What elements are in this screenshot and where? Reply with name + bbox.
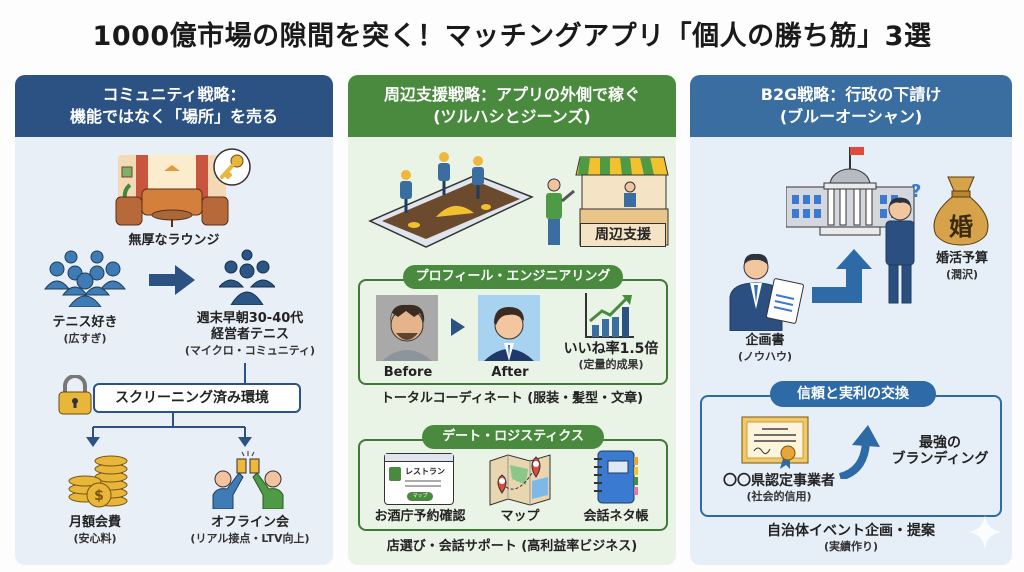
sparkle-icon bbox=[968, 515, 1002, 549]
event-label-text: 自治体イベント企画・提案 bbox=[767, 523, 935, 539]
lounge-label: 無厚なラウンジ bbox=[128, 233, 220, 248]
likes-label-text: いいね率1.5倍 bbox=[563, 341, 659, 357]
header-line-2: 機能ではなく「場所」を売る bbox=[69, 107, 278, 126]
broad-label-text: テニス好き bbox=[52, 315, 118, 330]
offline-label-text: オフライン会 bbox=[210, 515, 289, 530]
event-sub: (実績作り) bbox=[823, 540, 879, 553]
cutlery-icon bbox=[389, 467, 401, 481]
panel-b2g-strategy: B2G戦略：行政の下請け (ブルーオーシャン) ? 婚 婚活予算 (潤沢) 企画… bbox=[690, 75, 1012, 565]
fee-label: 月額会費 (安心料) bbox=[45, 515, 145, 547]
panel-header: コミュニティ戦略： 機能ではなく「場所」を売る bbox=[15, 75, 333, 137]
cert-sub: (社会的信用) bbox=[746, 490, 812, 503]
broad-label: テニス好き (広すぎ) bbox=[35, 315, 135, 347]
phone-mine-icon bbox=[366, 151, 536, 251]
date-caption: 店選び・会話サポート (高利益率ビジネス) bbox=[386, 539, 638, 554]
coins-icon: $ bbox=[67, 451, 131, 509]
businessman-icon bbox=[728, 251, 804, 331]
chart-up-icon bbox=[584, 293, 636, 339]
budget-label: 婚活予算 (潤沢) bbox=[922, 251, 1002, 283]
cert-label-text: 〇〇県認定事業者 bbox=[723, 473, 835, 489]
budget-sub: (潤沢) bbox=[945, 268, 979, 281]
flow-connectors bbox=[86, 363, 252, 447]
panel-header: B2G戦略：行政の下請け (ブルーオーシャン) bbox=[690, 75, 1012, 137]
niche-line-1: 週末早朝30-40代 bbox=[196, 311, 304, 326]
panel-header: 周辺支援戦略：アプリの外側で稼ぐ (ツルハシとジーンズ) bbox=[348, 75, 676, 137]
panel-community-strategy: コミュニティ戦略： 機能ではなく「場所」を売る 無厚なラウンジ bbox=[15, 75, 333, 565]
svg-text:$: $ bbox=[94, 488, 104, 504]
arrow-right-icon bbox=[149, 265, 195, 295]
fee-sub: (安心料) bbox=[73, 532, 117, 545]
key-icon bbox=[212, 147, 252, 187]
official-icon bbox=[880, 195, 920, 305]
offline-sub: (リアル接点・LTV向上) bbox=[190, 532, 310, 545]
lock-icon bbox=[57, 375, 93, 415]
map-icon bbox=[488, 451, 552, 507]
crowd-icon bbox=[43, 249, 133, 307]
header-line-1: 周辺支援戦略：アプリの外側で稼ぐ bbox=[383, 85, 640, 104]
plan-label: 企画書 (ノウハウ) bbox=[720, 333, 810, 365]
niche-sub: (マイクロ・コミュニティ) bbox=[184, 344, 316, 357]
money-bag-icon bbox=[928, 173, 994, 247]
fee-label-text: 月額会費 bbox=[68, 515, 121, 530]
niche-label: 週末早朝30-40代 経営者テニス (マイクロ・コミュニティ) bbox=[165, 311, 333, 359]
shop-sign: 周辺支援 bbox=[580, 223, 666, 247]
header-line-1: B2G戦略：行政の下請け bbox=[760, 85, 942, 104]
bag-character: 婚 bbox=[949, 213, 973, 241]
screening-box: スクリーニング済み環境 bbox=[93, 383, 301, 413]
event-label: 自治体イベント企画・提案 (実績作り) bbox=[690, 523, 1012, 555]
date-logistics-pill: デート・ロジスティクス bbox=[422, 425, 604, 449]
likes-label: いいね率1.5倍 (定量的成果) bbox=[554, 341, 668, 373]
after-label: After bbox=[491, 365, 529, 380]
header-line-2: (ブルーオーシャン) bbox=[779, 107, 923, 126]
toast-icon bbox=[211, 449, 285, 509]
before-label: Before bbox=[383, 365, 433, 380]
before-face-icon bbox=[376, 295, 438, 361]
profile-caption: トータルコーディネート (服装・髪型・文章) bbox=[380, 391, 644, 406]
curved-arrow-icon bbox=[838, 425, 888, 479]
brand-line-2: ブランディング bbox=[891, 451, 989, 467]
restaurant-screen-title: レストラン bbox=[405, 467, 445, 476]
question-mark: ? bbox=[911, 181, 922, 202]
niche-line-2: 経営者テニス bbox=[210, 327, 289, 342]
browser-icon: レストラン マップ bbox=[384, 453, 454, 505]
header-line-1: コミュニティ戦略： bbox=[102, 85, 246, 104]
plan-label-text: 企画書 bbox=[745, 333, 785, 348]
panel-peripheral-support-strategy: 周辺支援戦略：アプリの外側で稼ぐ (ツルハシとジーンズ) 周辺支援 プロフィール… bbox=[348, 75, 676, 565]
header-line-2: (ツルハシとジーンズ) bbox=[433, 107, 591, 126]
plan-sub: (ノウハウ) bbox=[737, 350, 793, 363]
restaurant-screen-button: マップ bbox=[407, 492, 433, 501]
map-label: マップ bbox=[500, 509, 540, 524]
arrow-up-icon bbox=[812, 249, 874, 305]
notebook-icon bbox=[592, 449, 638, 505]
branding-label: 最強の ブランディング bbox=[880, 435, 1000, 467]
certified-business-label: 〇〇県認定事業者 (社会的信用) bbox=[704, 473, 854, 505]
small-group-icon bbox=[219, 249, 275, 305]
profile-engineering-pill: プロフィール・エンジニアリング bbox=[403, 265, 623, 289]
budget-label-text: 婚活予算 bbox=[935, 251, 988, 266]
lounge-icon bbox=[112, 153, 232, 229]
brand-line-1: 最強の bbox=[919, 435, 961, 451]
offline-label: オフライン会 (リアル接点・LTV向上) bbox=[175, 515, 325, 547]
arrow-right-icon bbox=[451, 318, 465, 336]
shop-icon bbox=[540, 151, 670, 251]
reservation-label: お酒庁予約確認 bbox=[374, 509, 466, 524]
exchange-pill: 信頼と実利の交換 bbox=[770, 381, 936, 407]
page-title: 1000億市場の隙間を突く！マッチングアプリ「個人の勝ち筋」3選 bbox=[92, 21, 932, 52]
notebook-label: 会話ネタ帳 bbox=[583, 509, 649, 524]
broad-sub: (広すぎ) bbox=[63, 332, 107, 345]
certificate-icon bbox=[740, 415, 812, 471]
likes-sub: (定量的成果) bbox=[578, 358, 644, 371]
after-face-icon bbox=[478, 295, 540, 361]
